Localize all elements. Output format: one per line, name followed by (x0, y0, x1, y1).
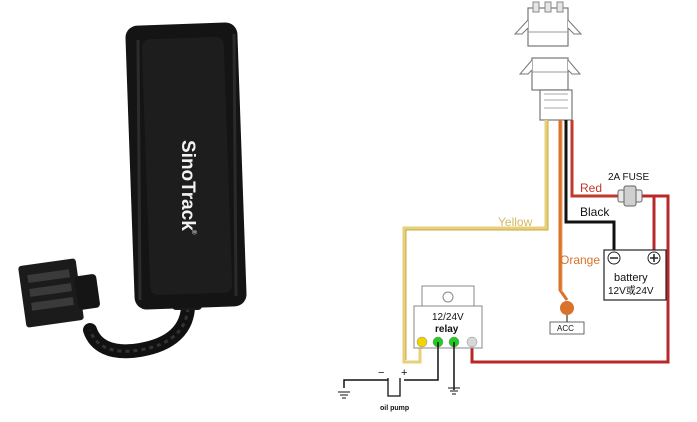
relay-voltage: 12/24V (432, 312, 464, 323)
device-logo: SinoTrack ® (177, 140, 198, 235)
red-wire (570, 120, 620, 198)
oil-pump-plus: + (401, 367, 407, 379)
battery-label: battery (614, 272, 648, 284)
relay: 12/24V relay (413, 285, 483, 349)
yellow-wire-label: Yellow (498, 215, 533, 229)
wire-harness-connector (513, 1, 583, 121)
svg-text:®: ® (190, 230, 197, 235)
black-wire-label: Black (580, 205, 610, 219)
gps-tracker-device: SinoTrack ® (18, 22, 247, 359)
device-connector-plug (18, 258, 100, 328)
yellow-wire (402, 120, 548, 364)
acc-label: ACC (557, 324, 574, 333)
svg-text:SinoTrack: SinoTrack (177, 140, 198, 231)
relay-pin (416, 336, 428, 348)
orange-wire (558, 120, 569, 301)
oil-pump: − + oil pump (338, 367, 409, 412)
battery: battery 12V或24V (603, 249, 667, 301)
orange-wire-label: Orange (560, 253, 600, 267)
relay-pin (466, 336, 478, 348)
fuse: 2A FUSE (608, 172, 649, 207)
relay-label: relay (435, 324, 459, 335)
fuse-label: 2A FUSE (608, 172, 649, 183)
red-wire-fused (470, 194, 670, 364)
battery-voltage: 12V或24V (608, 285, 654, 297)
oil-pump-label: oil pump (380, 405, 409, 412)
oil-pump-minus: − (378, 367, 384, 379)
black-wire (564, 120, 616, 250)
red-wire-label: Red (580, 181, 602, 195)
acc-terminal: ACC (549, 301, 585, 335)
